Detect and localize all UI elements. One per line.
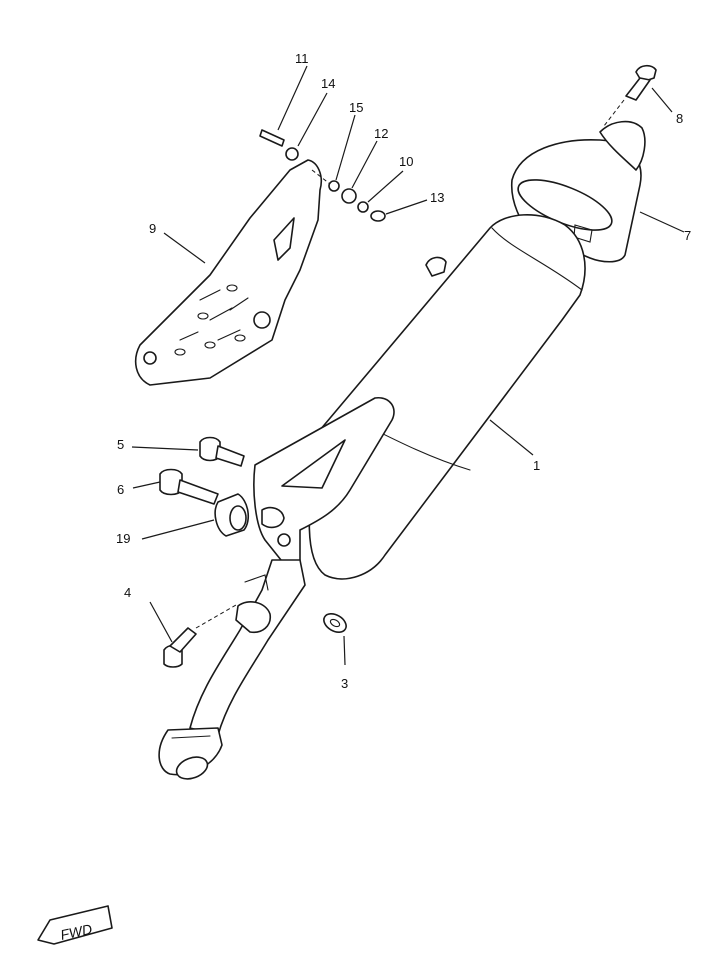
heat-shield-bracket [134, 159, 323, 386]
fwd-label: FWD [59, 921, 94, 943]
fwd-direction-marker: FWD [37, 905, 113, 945]
bolt-4 [163, 604, 237, 668]
gasket-3 [323, 613, 347, 633]
callout-13: 13 [430, 190, 444, 205]
callout-14: 14 [321, 76, 335, 91]
callout-5: 5 [117, 437, 124, 452]
callout-1: 1 [533, 458, 540, 473]
callout-9: 9 [149, 221, 156, 236]
collar-19 [214, 493, 250, 537]
callout-labels: 1 3 4 5 6 7 8 9 10 11 12 13 14 15 19 [116, 51, 691, 691]
bolt-8 [603, 64, 657, 127]
bolt-6 [159, 468, 219, 505]
callout-15: 15 [349, 100, 363, 115]
muffler-bracket [253, 397, 395, 566]
bolt-5 [199, 436, 245, 467]
callout-19: 19 [116, 531, 130, 546]
callout-8: 8 [676, 111, 683, 126]
callout-7: 7 [684, 228, 691, 243]
callout-12: 12 [374, 126, 388, 141]
exhaust-pipe [158, 559, 306, 780]
callout-3: 3 [341, 676, 348, 691]
callout-11: 11 [295, 51, 309, 66]
mount-hardware [259, 129, 386, 222]
callout-4: 4 [124, 585, 131, 600]
muffler [308, 214, 586, 580]
callout-6: 6 [117, 482, 124, 497]
callout-10: 10 [399, 154, 413, 169]
leader-lines [131, 65, 685, 666]
